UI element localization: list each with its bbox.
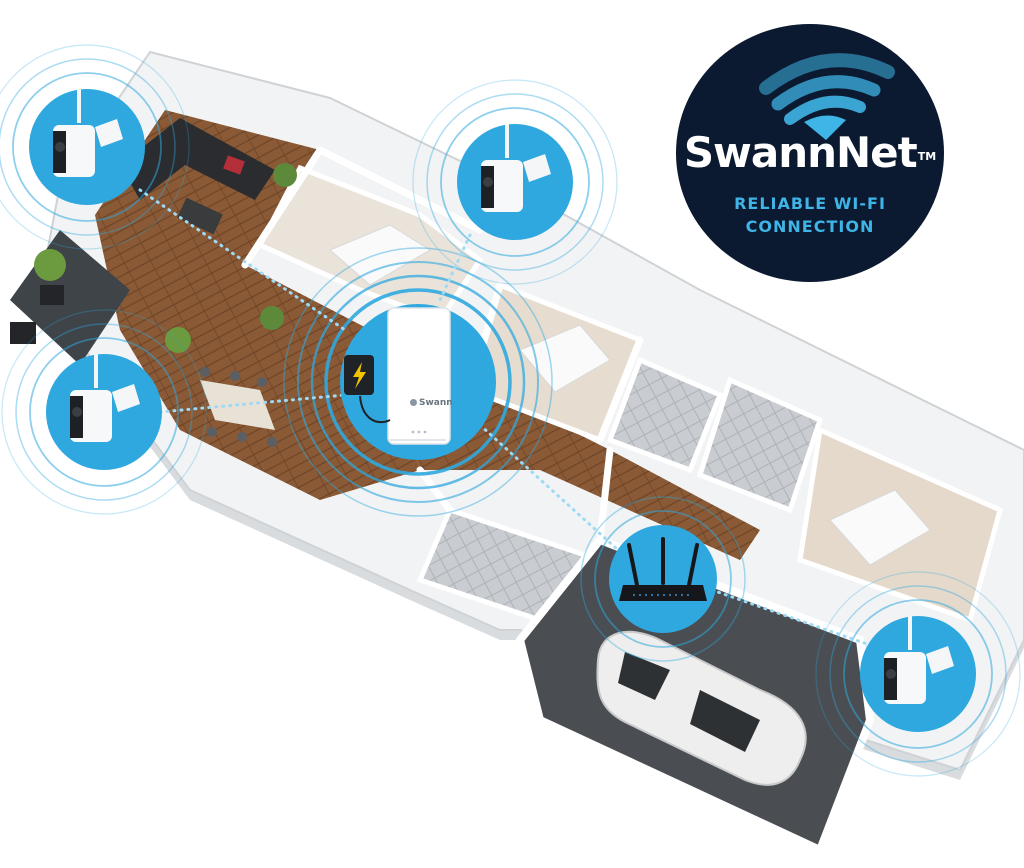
hub-signal-rings bbox=[283, 247, 553, 517]
patio-chair bbox=[10, 322, 36, 344]
brand-text: SwannNet bbox=[683, 128, 918, 177]
coffee-table bbox=[177, 197, 223, 235]
car bbox=[596, 630, 807, 786]
plant bbox=[34, 249, 66, 281]
swannnet-badge: SwannNetTM RELIABLE WI-FI CONNECTION bbox=[676, 24, 944, 282]
camera-icon bbox=[72, 407, 82, 417]
connection-line bbox=[438, 233, 472, 302]
camera-icon bbox=[886, 669, 896, 679]
trademark: TM bbox=[917, 150, 937, 163]
lightning-bolt-icon bbox=[353, 362, 366, 389]
sofa bbox=[120, 118, 275, 200]
connection-line bbox=[158, 393, 347, 414]
router-icon bbox=[619, 537, 707, 601]
camera-signal-rings bbox=[0, 44, 1021, 777]
plant bbox=[273, 163, 297, 187]
bed-3 bbox=[829, 489, 931, 566]
connection-lines bbox=[138, 188, 872, 647]
camera-2 bbox=[457, 124, 573, 240]
router bbox=[609, 525, 717, 633]
power-cable bbox=[359, 395, 391, 424]
hub-logo-text: Swann bbox=[419, 398, 453, 408]
swann-logo-icon bbox=[410, 399, 417, 406]
hub-logo: Swann bbox=[410, 398, 453, 408]
living-room-floor bbox=[95, 110, 420, 500]
bed-2 bbox=[519, 324, 611, 393]
cushion bbox=[223, 155, 245, 175]
camera-4 bbox=[860, 616, 976, 732]
brand-name: SwannNetTM bbox=[676, 128, 944, 178]
camera-3 bbox=[46, 354, 162, 470]
camera-icon bbox=[483, 177, 493, 187]
hub-device bbox=[387, 307, 451, 445]
bathroom-2 bbox=[696, 376, 824, 514]
plant bbox=[260, 306, 284, 330]
wifi-icon bbox=[759, 53, 895, 140]
nvr-hub bbox=[340, 304, 496, 460]
tagline-line-2: CONNECTION bbox=[745, 217, 875, 236]
connection-line bbox=[478, 423, 620, 552]
connection-line bbox=[138, 188, 347, 332]
bed-1 bbox=[329, 224, 431, 286]
plant bbox=[165, 327, 191, 353]
bathroom-1 bbox=[606, 356, 724, 474]
signal-rings bbox=[0, 44, 1021, 777]
connection-line bbox=[710, 588, 872, 647]
patio-chair bbox=[40, 285, 64, 305]
camera-icon bbox=[55, 142, 65, 152]
furniture bbox=[10, 118, 931, 786]
camera-1 bbox=[29, 89, 145, 205]
tagline-line-1: RELIABLE WI-FI bbox=[734, 194, 886, 213]
